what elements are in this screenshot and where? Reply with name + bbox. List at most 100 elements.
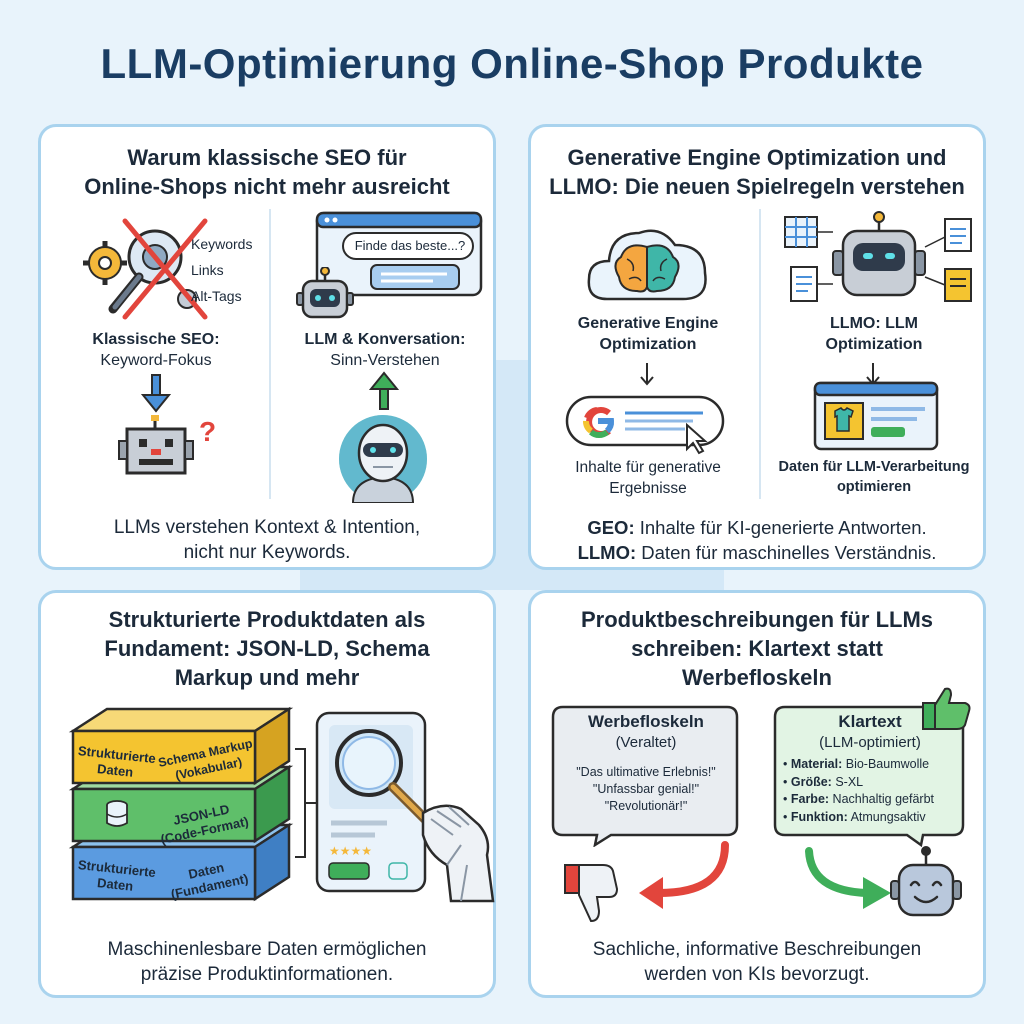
attr-value: Bio-Baumwolle [842,757,930,771]
google-search-icon [565,395,725,455]
red-arrow-icon [639,841,729,909]
card1-divider [269,209,271,499]
werbefloskeln-sub: (Veraltet) [615,734,677,751]
svg-text:?: ? [199,416,216,447]
arrow-down-icon [141,374,171,413]
card3-footer-line1: Maschinenlesbare Daten ermöglichen [107,939,427,960]
brain-cloud-icon [587,229,707,301]
card2-footer: GEO: Inhalte für KI-generierte Antworten… [541,515,973,565]
chat-query-text: Finde das beste...? [354,238,466,253]
werbefloskeln-bubble-shape [551,705,739,847]
classic-seo-label: Klassische SEO: Keyword-Fokus [51,329,261,371]
quote-item: "Unfassbar genial!" [592,782,700,796]
card3-heading-line3: Markup und mehr [174,665,360,690]
card3-heading: Strukturierte Produktdaten als Fundament… [51,605,483,692]
attr-key: Material: [790,757,843,771]
card2-footer-line2: LLMO: Daten für maschinelles Verständnis… [541,540,973,565]
llmo-footer-text: Daten für maschinelles Verständnis. [636,542,937,563]
llmo-title-line2: Optimization [825,336,923,353]
card4-heading-line3: Werbefloskeln [682,665,832,690]
classic-seo-title: Klassische SEO: [92,331,220,348]
attr-value: Atmungsaktiv [847,809,926,824]
thumbs-up-icon [922,687,971,730]
card-classic-seo: Warum klassische SEO für Online-Shops ni… [38,124,496,570]
card3-footer-line2: präzise Produktinformationen. [140,964,394,985]
card-geo-llmo: Generative Engine Optimization und LLMO:… [528,124,986,570]
card1-footer: LLMs verstehen Kontext & Intention, nich… [51,515,483,565]
werbefloskeln-title: Werbefloskeln [588,712,704,731]
card1-heading-line1: Warum klassische SEO für [127,145,407,170]
card1-footer-line1: LLMs verstehen Kontext & Intention, [113,517,421,538]
data-layer-stack-icon [68,706,294,902]
card4-footer-line2: werden von KIs bevorzugt. [644,964,870,985]
card2-heading-line2: LLMO: Die neuen Spielregeln verstehen [549,174,965,199]
llm-conversation-sub: Sinn-Verstehen [330,352,440,369]
tag-alt-tags: Alt-Tags [191,288,242,304]
geo-title-line1: Generative Engine [577,315,719,332]
attr-key: Farbe: [790,792,830,806]
card2-heading-line1: Generative Engine Optimization und [567,145,947,170]
llmo-sub-line1: Daten für LLM-Verarbeitung [778,459,970,475]
arrow-down-small-icon [640,363,654,386]
card3-heading-line2: Fundament: JSON-LD, Schema [104,636,430,661]
quote-item: "Revolutionär!" [604,799,688,813]
card4-footer-line1: Sachliche, informative Beschreibungen [592,939,922,960]
attr-row: • Größe: S-XL [783,774,864,789]
geo-footer-bold: GEO: [587,517,635,538]
card3-footer: Maschinenlesbare Daten ermöglichen präzi… [51,937,483,987]
happy-robot-icon [890,846,962,917]
confused-robot-icon: ? [118,415,216,475]
card3-heading-line1: Strukturierte Produktdaten als [108,607,426,632]
ai-humanoid-icon [339,415,427,503]
attr-key: Funktion: [790,809,848,824]
card1-heading-line2: Online-Shops nicht mehr ausreicht [84,174,450,199]
chat-window-icon [315,211,483,297]
klartext-bubble: Klartext (LLM-optimiert) • Material: Bio… [779,711,961,826]
green-arrow-icon [805,847,891,909]
card2-divider [759,209,761,499]
attr-value: Nachhaltig gefärbt [829,792,934,806]
arrow-up-icon [369,371,399,410]
geo-title-line2: Optimization [599,336,697,353]
llmo-footer-bold: LLMO: [577,542,637,563]
page-title: LLM-Optimierung Online-Shop Produkte [100,40,924,87]
llmo-robot-docs-icon [784,211,972,302]
attr-key: Größe: [790,774,832,789]
quote-item: "Das ultimative Erlebnis!" [576,765,716,779]
product-browser-icon [813,381,939,451]
geo-sub-line1: Inhalte für generative [575,459,721,476]
thumbs-down-icon [564,864,619,923]
card1-heading: Warum klassische SEO für Online-Shops ni… [51,143,483,201]
klartext-sub: (LLM-optimiert) [819,734,921,751]
card4-footer: Sachliche, informative Beschreibungen we… [541,937,973,987]
werbefloskeln-quotes: "Das ultimative Erlebnis!" "Unfassbar ge… [557,764,735,815]
attr-row: • Farbe: Nachhaltig gefärbt [783,792,934,806]
geo-sub-label: Inhalte für generative Ergebnisse [541,457,755,499]
geo-footer-text: Inhalte für KI-generierte Antworten. [634,517,927,538]
klartext-title: Klartext [838,712,902,731]
seo-tags-list: Keywords Links Alt-Tags [191,231,252,309]
svg-text:★★★★: ★★★★ [329,844,372,858]
werbefloskeln-bubble: Werbefloskeln (Veraltet) "Das ultimative… [557,711,735,815]
attr-row: • Material: Bio-Baumwolle [783,757,930,771]
card4-heading: Produktbeschreibungen für LLMs schreiben… [541,605,973,692]
tag-links: Links [191,262,224,278]
tag-keywords: Keywords [191,236,253,252]
attr-row: • Funktion: Atmungsaktiv [783,809,926,824]
llmo-title-line1: LLMO: LLM [830,315,918,332]
chat-robot-icon [296,267,354,319]
card2-heading: Generative Engine Optimization und LLMO:… [541,143,973,201]
geo-sub-line2: Ergebnisse [609,480,687,497]
classic-seo-sub: Keyword-Fokus [100,352,212,369]
card1-footer-line2: nicht nur Keywords. [183,542,351,563]
klartext-attributes: • Material: Bio-Baumwolle • Größe: S-XL … [779,756,961,826]
llm-conversation-title: LLM & Konversation: [304,331,466,348]
llmo-sub-line2: optimieren [836,479,912,495]
llm-conversation-label: LLM & Konversation: Sinn-Verstehen [277,329,493,371]
card4-heading-line2: schreiben: Klartext statt [631,636,883,661]
llmo-sub-label: Daten für LLM-Verarbeitung optimieren [765,457,983,497]
gears-magnifier-icon [83,218,208,320]
geo-label: Generative Engine Optimization [541,313,755,355]
card-structured-data: Strukturierte Produktdaten als Fundament… [38,590,496,998]
card2-footer-line1: GEO: Inhalte für KI-generierte Antworten… [541,515,973,540]
